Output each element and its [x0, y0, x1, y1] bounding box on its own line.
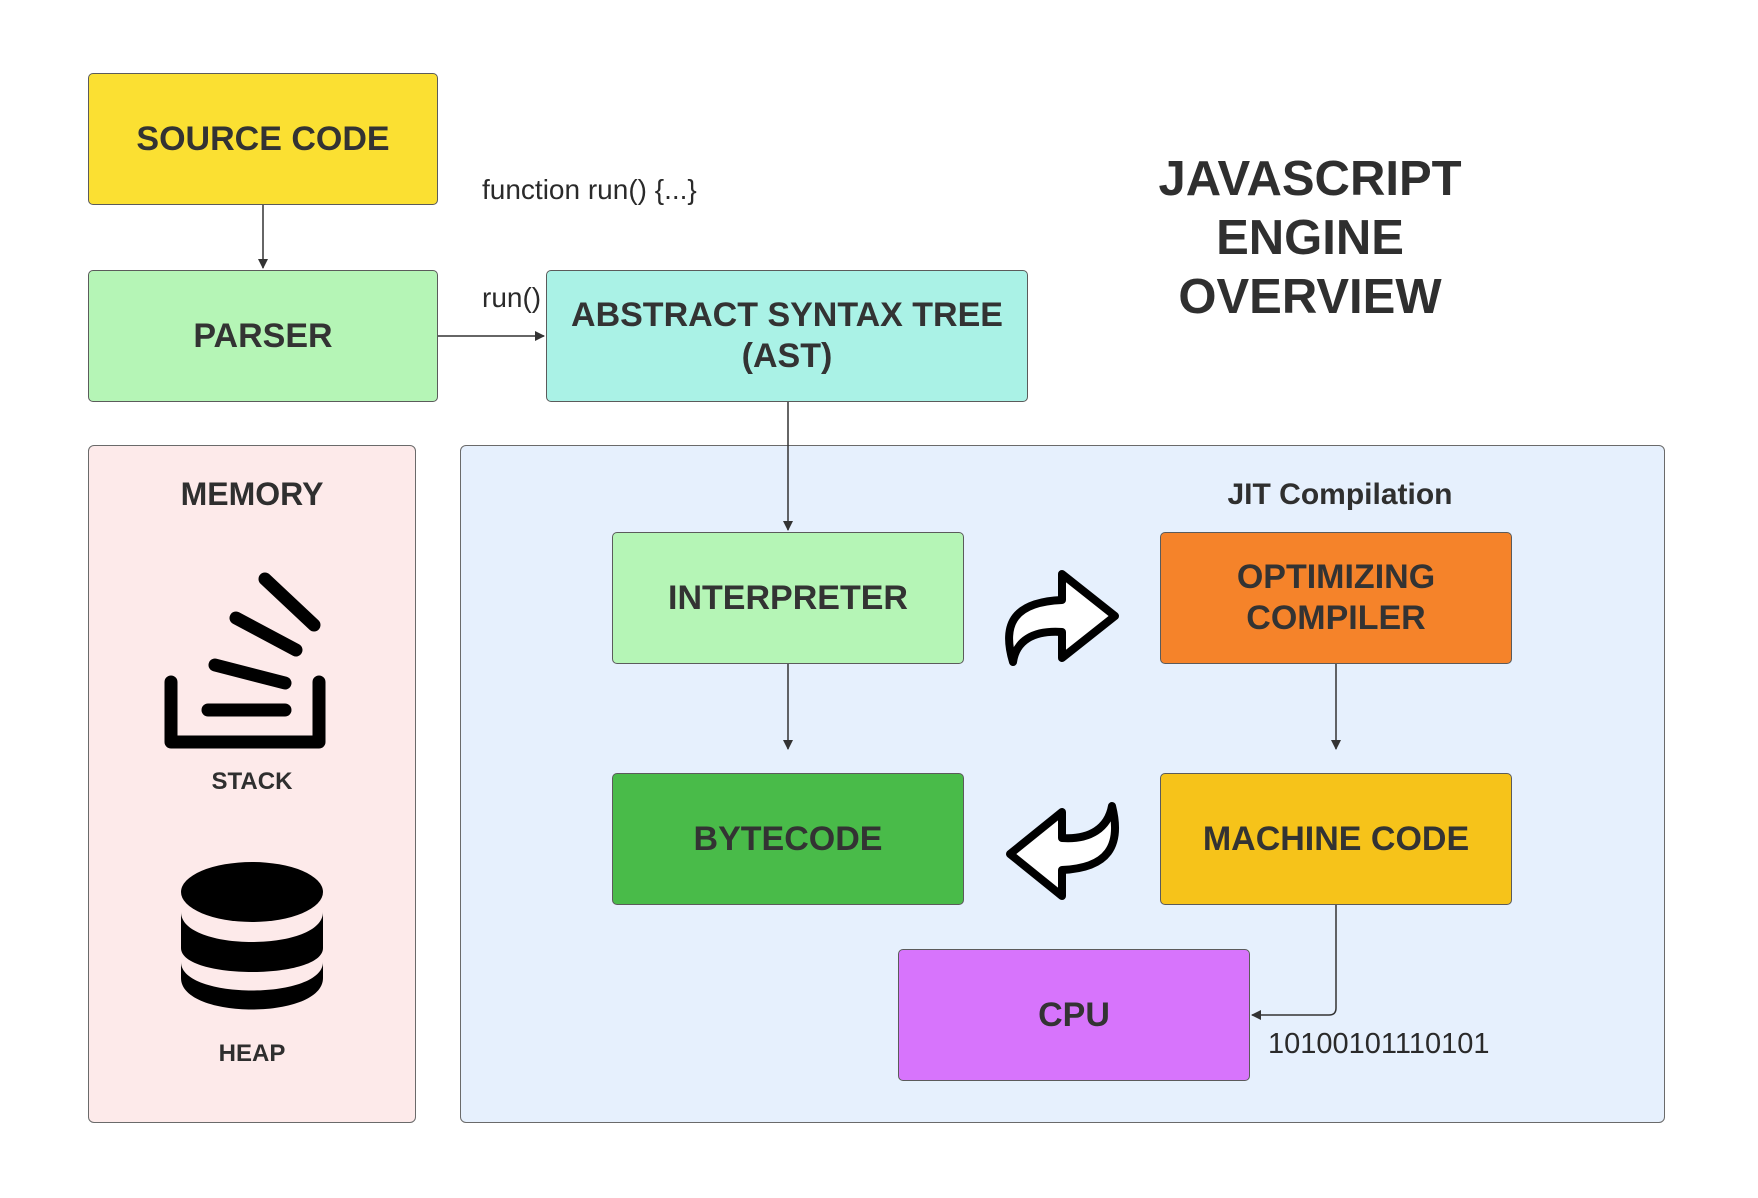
machine-code-to-cpu-arrow [1251, 905, 1337, 1020]
database-icon [181, 862, 323, 1010]
optimizing-compiler-node: OPTIMIZING COMPILER [1160, 532, 1512, 664]
memory-panel [88, 445, 416, 1123]
code-snippet: function run() {...} run() [482, 100, 697, 352]
interpreter-node: INTERPRETER [612, 532, 964, 664]
code-line-1: function run() {...} [482, 174, 697, 205]
optimizing-compiler-line-2: COMPILER [1246, 599, 1426, 637]
jit-title: JIT Compilation [1227, 478, 1453, 511]
bytecode-node: BYTECODE [612, 773, 964, 905]
title-line-2: ENGINE [1216, 211, 1404, 265]
memory-title: MEMORY [180, 476, 324, 512]
ast-label-line-2: (AST) [741, 337, 833, 375]
source-code-label: SOURCE CODE [136, 119, 390, 158]
stack-icon [164, 572, 326, 749]
bytecode-label: BYTECODE [693, 819, 883, 858]
machine-code-label: MACHINE CODE [1202, 819, 1470, 858]
ast-label-line-1: ABSTRACT SYNTAX TREE [571, 296, 1003, 334]
backward-curved-arrow-icon [1006, 802, 1120, 900]
cpu-node: CPU [898, 949, 1250, 1081]
title-line-3: OVERVIEW [1178, 270, 1442, 324]
interpreter-label: INTERPRETER [668, 578, 908, 617]
machine-code-node: MACHINE CODE [1160, 773, 1512, 905]
source-code-node: SOURCE CODE [88, 73, 438, 205]
forward-curved-arrow-icon [1005, 570, 1119, 666]
code-line-2: run() [482, 282, 542, 313]
optimizing-compiler-line-1: OPTIMIZING [1236, 558, 1436, 596]
heap-label: HEAP [218, 1040, 286, 1067]
ast-node: ABSTRACT SYNTAX TREE (AST) [546, 270, 1028, 402]
binary-output: 10100101110101 [1268, 1028, 1490, 1060]
parser-label: PARSER [193, 316, 333, 355]
stack-label: STACK [211, 768, 293, 795]
parser-node: PARSER [88, 270, 438, 402]
diagram-title: JAVASCRIPT ENGINE OVERVIEW [1130, 150, 1490, 327]
title-line-1: JAVASCRIPT [1158, 152, 1462, 206]
cpu-label: CPU [1038, 995, 1110, 1034]
